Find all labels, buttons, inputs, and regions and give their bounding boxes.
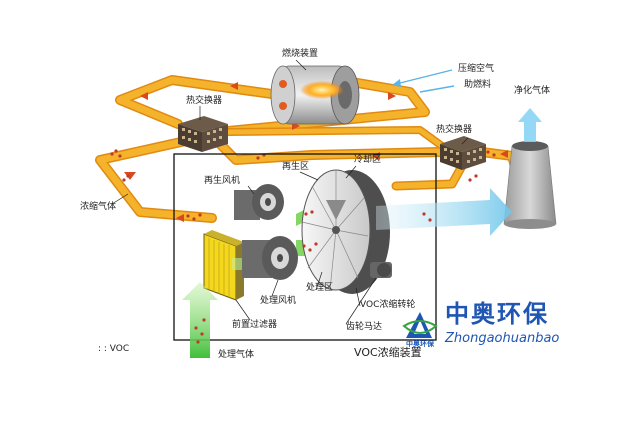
label-regeneration-zone: 再生区 <box>282 162 310 172</box>
label-gear-motor: 齿轮马达 <box>346 322 383 332</box>
compressed-air-arrows <box>392 69 455 93</box>
heat-exchanger-right <box>440 136 486 170</box>
label-combustion-device: 燃烧装置 <box>282 49 319 59</box>
brand-logo-text: 中奥环保 <box>406 340 434 348</box>
purified-gas-arrow <box>518 108 542 142</box>
label-process-fan: 处理风机 <box>260 296 297 306</box>
label-voc-device: VOC浓缩装置 <box>354 346 422 359</box>
label-process-gas: 处理气体 <box>218 350 255 360</box>
process-gas-arrow <box>182 282 218 358</box>
label-process-zone: 处理区 <box>306 283 334 293</box>
brand-name-cn: 中奥环保 <box>445 300 549 328</box>
label-pre-filter: 前置过滤器 <box>232 320 278 330</box>
label-heat-exchanger-left: 热交换器 <box>186 96 223 106</box>
combustion-device <box>270 65 360 125</box>
label-voc-rotor: VOC浓缩转轮 <box>360 300 416 310</box>
voc-dots-flow <box>194 210 432 344</box>
label-concentrated-gas: 浓缩气体 <box>80 202 117 212</box>
voc-device-box <box>173 153 437 341</box>
label-heat-exchanger-right: 热交换器 <box>436 125 473 135</box>
regeneration-fan <box>234 184 284 220</box>
chimney <box>503 108 557 229</box>
label-compressed-air: 压缩空气 <box>458 64 495 74</box>
flame <box>300 81 344 99</box>
duct-network <box>95 75 525 223</box>
heat-exchanger-left <box>178 116 228 152</box>
brand-logo-mark <box>402 312 438 338</box>
legend-voc: : : VOC <box>98 344 130 354</box>
label-auxiliary-fuel: 助燃料 <box>464 80 492 90</box>
leader-lines <box>111 59 469 325</box>
label-regeneration-fan: 再生风机 <box>204 176 241 186</box>
process-fan <box>242 236 298 280</box>
label-cooling-zone: 冷却区 <box>354 155 382 165</box>
brand-name-en: Zhongaohuanbao <box>445 331 560 346</box>
clean-air-outlet-arrow <box>376 188 512 236</box>
gear-motor <box>370 262 392 278</box>
label-purified-gas: 净化气体 <box>514 86 551 96</box>
